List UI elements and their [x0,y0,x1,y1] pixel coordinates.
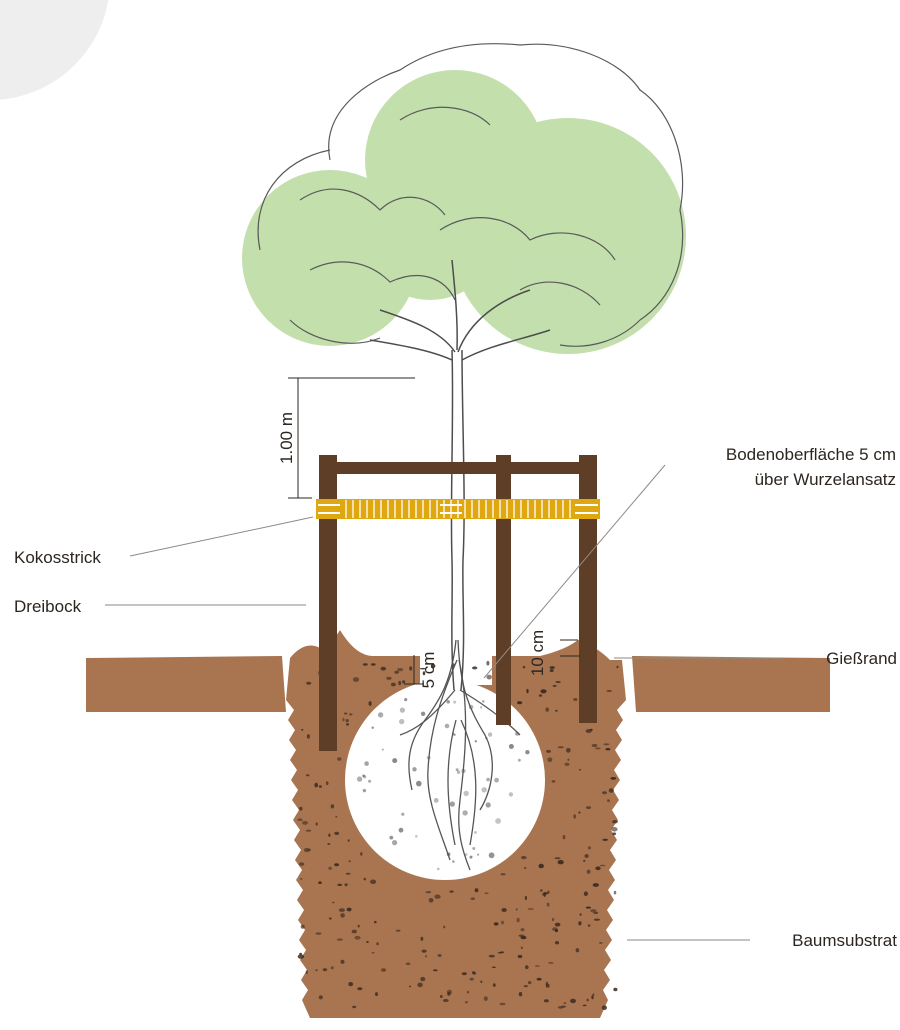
root-depth-value: 5 cm [419,652,438,689]
stake-middle [496,455,511,725]
stake-height-value: 1.00 m [277,412,296,464]
stake-crossbar [319,462,597,474]
label-kokosstrick: Kokosstrick [14,548,101,567]
canopy-foliage [242,70,686,354]
label-dreibock: Dreibock [14,597,82,616]
stake-right [579,455,597,723]
dimension-stake-height: 1.00 m [277,378,415,498]
root-ball [345,680,545,880]
backdrop-circle [0,0,110,100]
label-bodenoberflaeche-line2: über Wurzelansatz [755,470,896,489]
coconut-rope [316,499,600,519]
rim-height-value: 10 cm [528,630,547,676]
label-bodenoberflaeche-line1: Bodenoberfläche 5 cm [726,445,896,464]
label-baumsubstrat: Baumsubstrat [792,931,897,950]
label-giessrand: Gießrand [826,649,897,668]
